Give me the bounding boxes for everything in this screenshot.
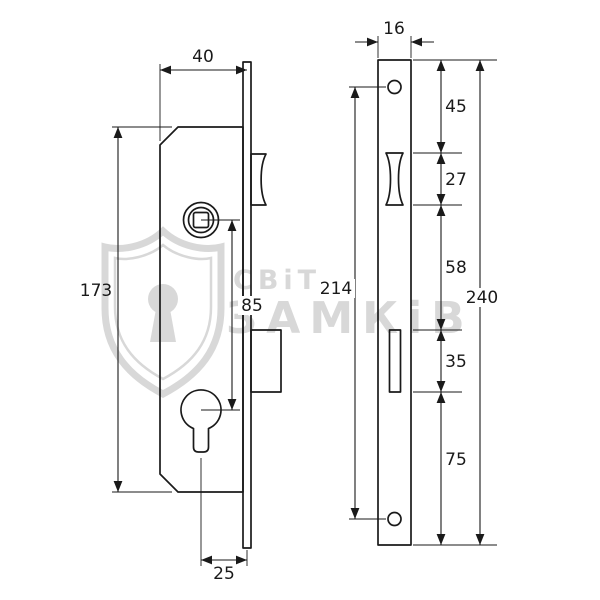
label-mask — [442, 450, 470, 469]
label-mask — [238, 296, 266, 315]
dim-bolt-cutout-label: 35 — [445, 352, 467, 372]
dim-spindle-cylinder-label: 85 — [241, 296, 263, 316]
deadbolt-cutout — [388, 329, 402, 393]
dimension-chain: 45 27 58 35 75 — [413, 59, 497, 546]
faceplate-front — [377, 59, 412, 546]
dimension-body-width: 40 — [159, 47, 247, 141]
label-mask — [442, 352, 470, 371]
cylinder-hole — [180, 389, 222, 453]
dim-screw-spacing-label: 214 — [320, 279, 352, 299]
dim-latch-to-bolt-label: 58 — [445, 258, 467, 278]
front-view — [377, 59, 412, 546]
dimension-faceplate-width: 16 — [355, 19, 434, 58]
dimension-backset: 25 — [200, 458, 248, 584]
watermark-word-1: СВіТ — [233, 265, 321, 296]
keyhole-icon — [148, 284, 178, 314]
dimension-screw-spacing: 214 — [317, 86, 386, 520]
screw-hole-bottom — [387, 511, 402, 527]
dim-bolt-to-bottom-label: 75 — [445, 450, 467, 470]
dim-faceplate-length-label: 240 — [466, 288, 498, 308]
label-mask — [317, 279, 355, 298]
dim-body-width-label: 40 — [192, 47, 214, 67]
dimension-spindle-to-cylinder: 85 — [201, 219, 266, 411]
dim-backset-label: 25 — [213, 564, 235, 584]
dim-faceplate-width-label: 16 — [383, 19, 405, 39]
label-mask — [442, 97, 470, 116]
screw-hole-top — [387, 79, 402, 95]
label-mask — [442, 170, 470, 189]
dimension-body-height: 173 — [80, 126, 172, 493]
dimension-faceplate-length: 240 — [463, 60, 500, 545]
latch-bolt — [250, 153, 267, 206]
latch-cutout — [385, 152, 404, 206]
dim-latch-cutout-label: 27 — [445, 170, 467, 190]
deadbolt — [250, 329, 282, 393]
label-mask — [442, 258, 470, 277]
label-mask — [463, 288, 500, 307]
dim-top-to-latch-label: 45 — [445, 97, 467, 117]
dim-body-height-label: 173 — [80, 281, 112, 301]
keyhole-tail — [150, 309, 176, 342]
